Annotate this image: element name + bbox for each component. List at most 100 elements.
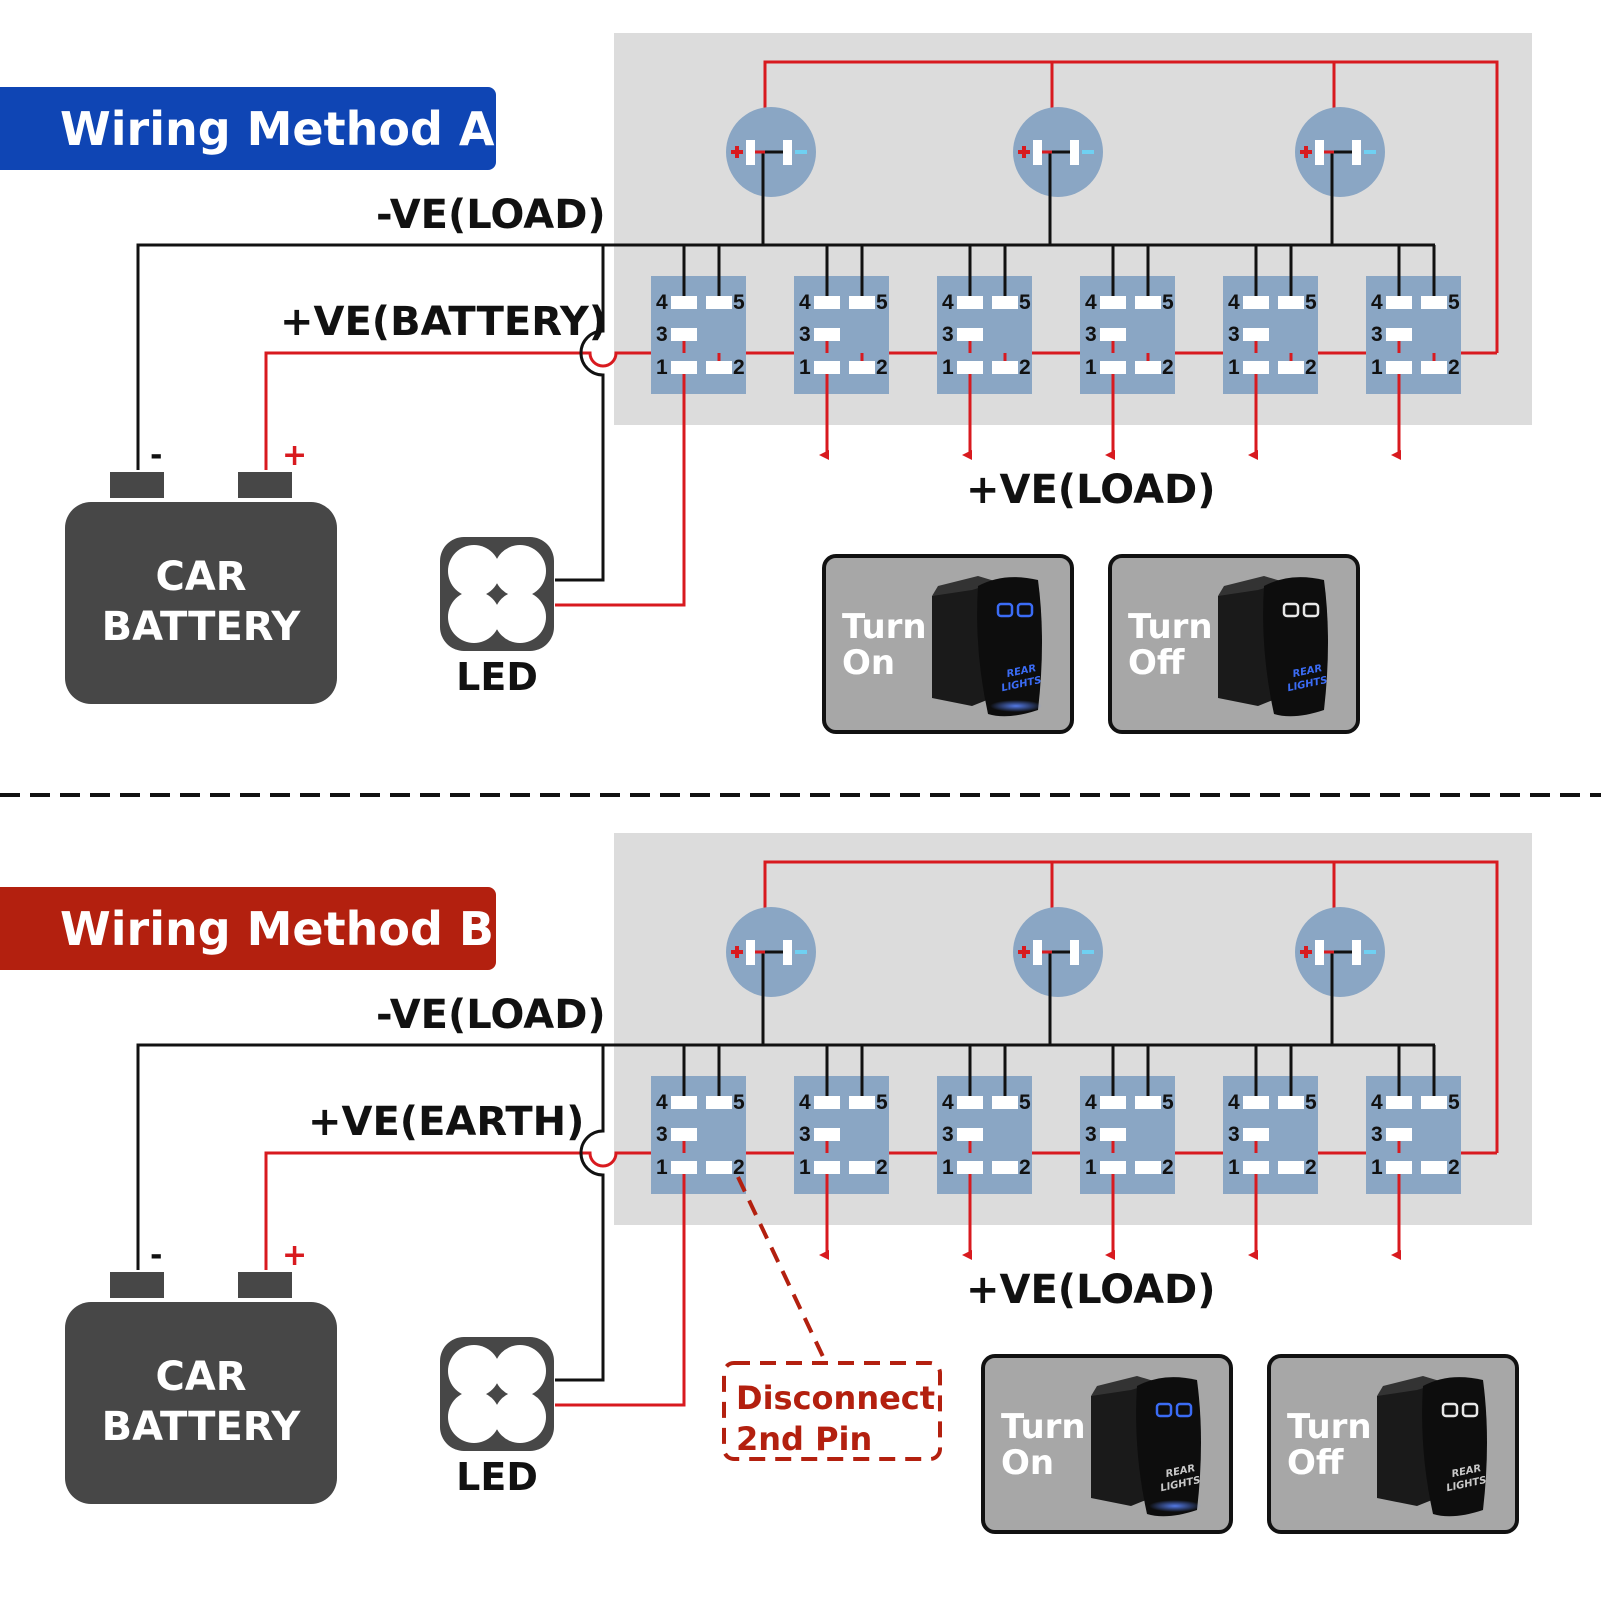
load-lamp — [1295, 107, 1385, 245]
pin-label: 3 — [1371, 323, 1383, 346]
pin-label: 2 — [1305, 356, 1317, 379]
pin-label: 1 — [1228, 356, 1240, 379]
positive-supply-bus — [264, 1151, 1497, 1270]
pin-3 — [814, 1128, 840, 1141]
pin-label: 2 — [1019, 356, 1031, 379]
pin-label: 1 — [799, 1156, 811, 1179]
pin-4 — [1100, 296, 1126, 309]
battery-label-line1: CAR — [155, 1354, 246, 1400]
pin-2 — [1278, 1161, 1304, 1174]
pin-5 — [1135, 296, 1161, 309]
switch-body — [937, 276, 1032, 394]
rocker-glow — [1149, 1500, 1201, 1512]
light-symbol-icon — [1282, 602, 1300, 618]
pin-1 — [1100, 1161, 1126, 1174]
pin-label: 1 — [1085, 1156, 1097, 1179]
lamp-positive-terminal — [1033, 140, 1042, 165]
light-symbol-icon — [1155, 1402, 1173, 1418]
led-negative-wire — [555, 245, 605, 582]
pin-5 — [706, 1096, 732, 1109]
battery-label-line2: BATTERY — [102, 604, 302, 650]
pin-label: 2 — [876, 1156, 888, 1179]
pin-3 — [1100, 328, 1126, 341]
pin-5 — [706, 296, 732, 309]
pin-label: 4 — [1228, 1091, 1240, 1114]
plus-icon — [1018, 146, 1030, 158]
pos-load-label: +VE(LOAD) — [966, 1267, 1216, 1313]
state-label-line1: Turn — [1287, 1407, 1372, 1447]
lamp-negative-terminal — [783, 940, 792, 965]
title-banner — [0, 887, 496, 970]
pin-label: 3 — [656, 323, 668, 346]
pin-label: 4 — [799, 1091, 811, 1114]
pin-label: 1 — [799, 356, 811, 379]
rocker-paddle — [1422, 1377, 1487, 1517]
rocker-paddle — [977, 577, 1042, 717]
pin-5 — [849, 1096, 875, 1109]
pin-1 — [1100, 361, 1126, 374]
light-symbol-icon — [1461, 1402, 1479, 1418]
led-lens-icon — [448, 591, 500, 643]
battery-positive-sign: + — [282, 1238, 307, 1273]
pin-1 — [814, 1161, 840, 1174]
battery-negative-terminal — [110, 472, 164, 498]
light-symbol-icon — [1016, 602, 1034, 618]
pin-2 — [1421, 361, 1447, 374]
rocker-paddle — [1263, 577, 1328, 717]
pin-2 — [1278, 361, 1304, 374]
disconnect-box — [722, 1361, 942, 1461]
pin-label: 2 — [1448, 356, 1460, 379]
pin-label: 5 — [1448, 1091, 1460, 1114]
neg-load-label: -VE(LOAD) — [376, 992, 606, 1038]
switch-body — [1223, 276, 1318, 394]
switch-body — [937, 1076, 1032, 1194]
pin-3 — [814, 328, 840, 341]
led-lens-icon — [494, 545, 546, 597]
state-label-line1: Turn — [1128, 607, 1213, 647]
pin-1 — [957, 361, 983, 374]
pin-1 — [671, 1161, 697, 1174]
pin-5 — [1278, 1096, 1304, 1109]
led-positive-wire — [555, 1174, 686, 1407]
pin-3 — [1243, 1128, 1269, 1141]
pos-supply-label: +VE(BATTERY) — [280, 299, 607, 345]
pin-label: 5 — [1162, 1091, 1174, 1114]
pin-1 — [814, 361, 840, 374]
led-light: LED — [440, 537, 554, 699]
pos-supply-label: +VE(EARTH) — [308, 1099, 584, 1145]
pin-label: 4 — [942, 1091, 954, 1114]
load-lamp — [1013, 107, 1103, 245]
pin-label: 3 — [799, 1123, 811, 1146]
led-center-diamond — [489, 1386, 505, 1402]
battery-positive-sign: + — [282, 438, 307, 473]
lamp-negative-terminal — [783, 140, 792, 165]
pin-label: 1 — [1371, 1156, 1383, 1179]
led-lens-icon — [448, 1391, 500, 1443]
pin-label: 3 — [942, 323, 954, 346]
pin-2 — [1421, 1161, 1447, 1174]
pin-label: 4 — [942, 291, 954, 314]
led-light: LED — [440, 1337, 554, 1499]
disconnect-line1: Disconnect — [736, 1379, 935, 1417]
state-label-line2: On — [842, 643, 895, 683]
switch-body — [794, 1076, 889, 1194]
pin-4 — [814, 1096, 840, 1109]
pos-load-label: +VE(LOAD) — [966, 467, 1216, 513]
pin-3 — [671, 328, 697, 341]
state-label-line1: Turn — [1001, 1407, 1086, 1447]
pin-1 — [1386, 1161, 1412, 1174]
pin-3 — [1386, 1128, 1412, 1141]
pin-5 — [1135, 1096, 1161, 1109]
switch-body — [1223, 1076, 1318, 1194]
pin-4 — [1243, 1096, 1269, 1109]
